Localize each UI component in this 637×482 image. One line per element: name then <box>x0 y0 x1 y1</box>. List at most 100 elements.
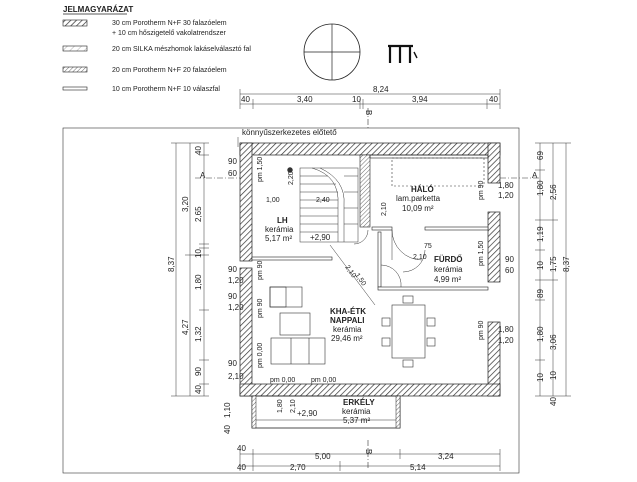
room-lh-area: 5,17 m² <box>265 234 292 243</box>
open-o1-bot: 60 <box>228 169 237 178</box>
room-halo-floor: lam.parketta <box>396 194 441 203</box>
dim-right-outer: 8,37 <box>562 256 571 272</box>
dim-left-inner-2: 2,65 <box>194 206 203 222</box>
open-o2-bot: 1,20 <box>228 276 244 285</box>
room-halo-name: HÁLÓ <box>411 185 434 194</box>
dim-right-inner-5: 89 <box>536 289 545 298</box>
dim-left-inner-7: 40 <box>194 385 203 394</box>
legend-item-1: 30 cm Porotherm N+F 30 falazóelem <box>112 20 227 27</box>
legend-swatch-1 <box>62 19 88 27</box>
dim-left-bal-2: 40 <box>223 425 232 434</box>
open-o2-top: 90 <box>228 265 237 274</box>
doors <box>353 229 426 288</box>
open-o1-top: 90 <box>228 157 237 166</box>
room-furdo-name: FÜRDŐ <box>434 255 462 264</box>
dim-bot-r1-1: 40 <box>237 444 246 453</box>
section-a-label-left: A <box>200 171 206 180</box>
label-pm150-a: pm 1,50 <box>257 157 264 182</box>
room-furdo: FÜRDŐ kerámia 4,99 m² <box>434 255 463 284</box>
room-erkely-name: ERKÉLY <box>343 398 375 407</box>
dim-left-inner-4: 1,80 <box>194 274 203 290</box>
level-balcony: +2,90 <box>297 409 318 418</box>
room-khaetk-name2: NAPPALI <box>330 316 365 325</box>
dim-right-bottom: 40 <box>549 397 558 406</box>
dim-left-mid-2: 4,27 <box>181 319 190 335</box>
legend-title: JELMAGYARÁZAT <box>63 5 133 14</box>
open-o3-top: 90 <box>228 292 237 301</box>
dim-right-extra-1: 10 <box>536 373 545 382</box>
room-khaetk: KHA-ÉTK NAPPALI kerámia 29,46 m² <box>330 307 366 343</box>
dimensions-top <box>239 89 501 109</box>
level-symbol-icon <box>388 44 418 63</box>
dim-left-inner-6: 90 <box>194 367 203 376</box>
legend-item-1-line2: + 10 cm hőszigetelő vakolatrendszer <box>112 30 226 37</box>
level-stair: +2,90 <box>310 233 331 242</box>
dim-right-inner-1: 69 <box>536 151 545 160</box>
label-pm90-halo: pm 90 <box>478 180 485 200</box>
room-halo-area: 10,09 m² <box>402 204 434 213</box>
legend-swatch-3 <box>62 66 88 73</box>
label-pm90-left-a: pm 90 <box>257 260 264 280</box>
dim-left-bal-1: 1,10 <box>223 402 232 418</box>
dim-left-inner-5: 1,32 <box>194 326 203 342</box>
label-210-halo: 2,10 <box>381 202 388 216</box>
dim-bot-r1-2: 5,00 <box>315 452 331 461</box>
dim-right-inner-3: 1,19 <box>536 226 545 242</box>
section-line-b: B B <box>364 108 373 470</box>
open-o5-top: 1,80 <box>498 181 514 190</box>
legend: JELMAGYARÁZAT 30 cm Porotherm N+F 30 fal… <box>62 5 251 93</box>
room-khaetk-floor: kerámia <box>333 325 362 334</box>
label-pm000-a: pm 0,00 <box>270 377 295 384</box>
dim-top-4: 3,94 <box>412 95 428 104</box>
dim-top-5: 40 <box>489 95 498 104</box>
legend-item-3: 20 cm Porotherm N+F 20 falazóelem <box>112 67 227 74</box>
open-o6-top: 90 <box>505 255 514 264</box>
dimensions-left <box>171 142 209 397</box>
room-furdo-area: 4,99 m² <box>434 275 461 284</box>
dim-right-inner-4: 10 <box>536 261 545 270</box>
dim-bot-r2-2: 2,70 <box>290 463 306 472</box>
label-75: 75 <box>424 243 432 250</box>
canopy-outline <box>62 127 520 474</box>
label-pm000-b: pm 0,00 <box>311 377 336 384</box>
room-khaetk-name: KHA-ÉTK <box>330 307 366 316</box>
section-line-a: A A <box>195 171 540 180</box>
dim-right-mid-3: 3,06 <box>549 334 558 350</box>
dim-bot-r2-1: 40 <box>237 463 246 472</box>
room-lh-name: LH <box>277 216 288 225</box>
dim-right-extra-2: 10 <box>549 371 558 380</box>
open-o4-top: 90 <box>228 359 237 368</box>
dim-top-3: 10 <box>352 95 361 104</box>
dim-top-total: 8,24 <box>373 85 389 94</box>
interior-walls <box>251 154 489 291</box>
room-khaetk-area: 29,46 m² <box>331 334 363 343</box>
label-pm000-left: pm 0,00 <box>257 343 264 368</box>
room-erkely: ERKÉLY kerámia 5,37 m² <box>342 398 375 425</box>
dimensions-bottom <box>239 449 501 471</box>
furniture <box>269 157 485 368</box>
dim-left-inner-1: 40 <box>194 146 203 155</box>
dim-bot-r2-3: 5,14 <box>410 463 426 472</box>
canopy-label: könnyűszerkezetes előtető <box>242 128 337 137</box>
label-pm90-left-b: pm 90 <box>257 298 264 318</box>
room-lh-floor: kerámia <box>265 225 294 234</box>
label-210-door: 2,10 <box>413 254 427 261</box>
label-100: 1,00 <box>266 197 280 204</box>
section-b-label-top: B <box>364 110 373 115</box>
legend-item-2: 20 cm SILKA mészhomok lakáselválasztó fa… <box>112 46 251 53</box>
balcony <box>251 395 401 429</box>
diag-dim-150: 1,50 <box>353 272 367 287</box>
room-lh: LH kerámia 5,17 m² <box>265 216 294 243</box>
legend-swatch-4 <box>62 86 88 91</box>
room-erkely-floor: kerámia <box>342 407 371 416</box>
dim-right-inner-2: 1,80 <box>536 180 545 196</box>
label-210-bal: 2,10 <box>290 399 297 413</box>
dimensions-right <box>535 142 571 397</box>
legend-item-4: 10 cm Porotherm N+F 10 válaszfal <box>112 86 220 93</box>
legend-swatch-2 <box>62 45 88 52</box>
room-furdo-floor: kerámia <box>434 265 463 274</box>
open-o7-bot: 1,20 <box>498 336 514 345</box>
dim-top-2: 3,40 <box>297 95 313 104</box>
opening-labels: 90 60 90 1,20 90 1,20 90 2,10 1,80 1,20 … <box>228 157 514 381</box>
